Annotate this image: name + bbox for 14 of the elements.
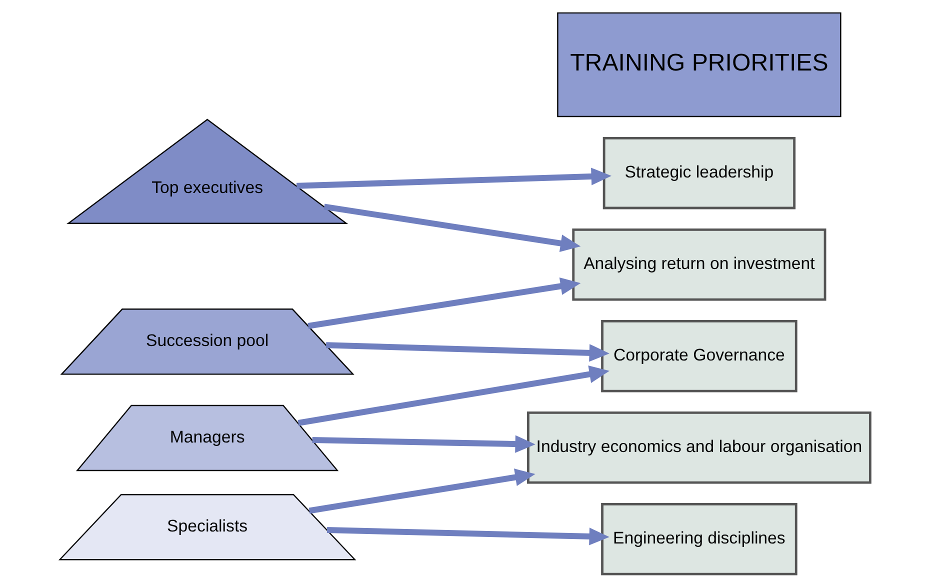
node-box: Industry economics and labour organisation: [526, 412, 871, 484]
arrow: [323, 204, 580, 252]
arrow: [326, 527, 609, 546]
node-box: Analysing return on investment: [572, 228, 826, 301]
arrow: [307, 278, 580, 329]
arrow: [325, 342, 609, 362]
node-box: Engineering disciplines: [600, 503, 797, 576]
node-box: Strategic leadership: [602, 136, 796, 210]
node-box: Corporate Governance: [600, 320, 797, 392]
arrow: [296, 168, 611, 189]
arrow: [308, 468, 535, 514]
node-box: TRAINING PRIORITIES: [556, 12, 841, 118]
arrow: [312, 435, 535, 453]
arrow: [297, 366, 609, 426]
